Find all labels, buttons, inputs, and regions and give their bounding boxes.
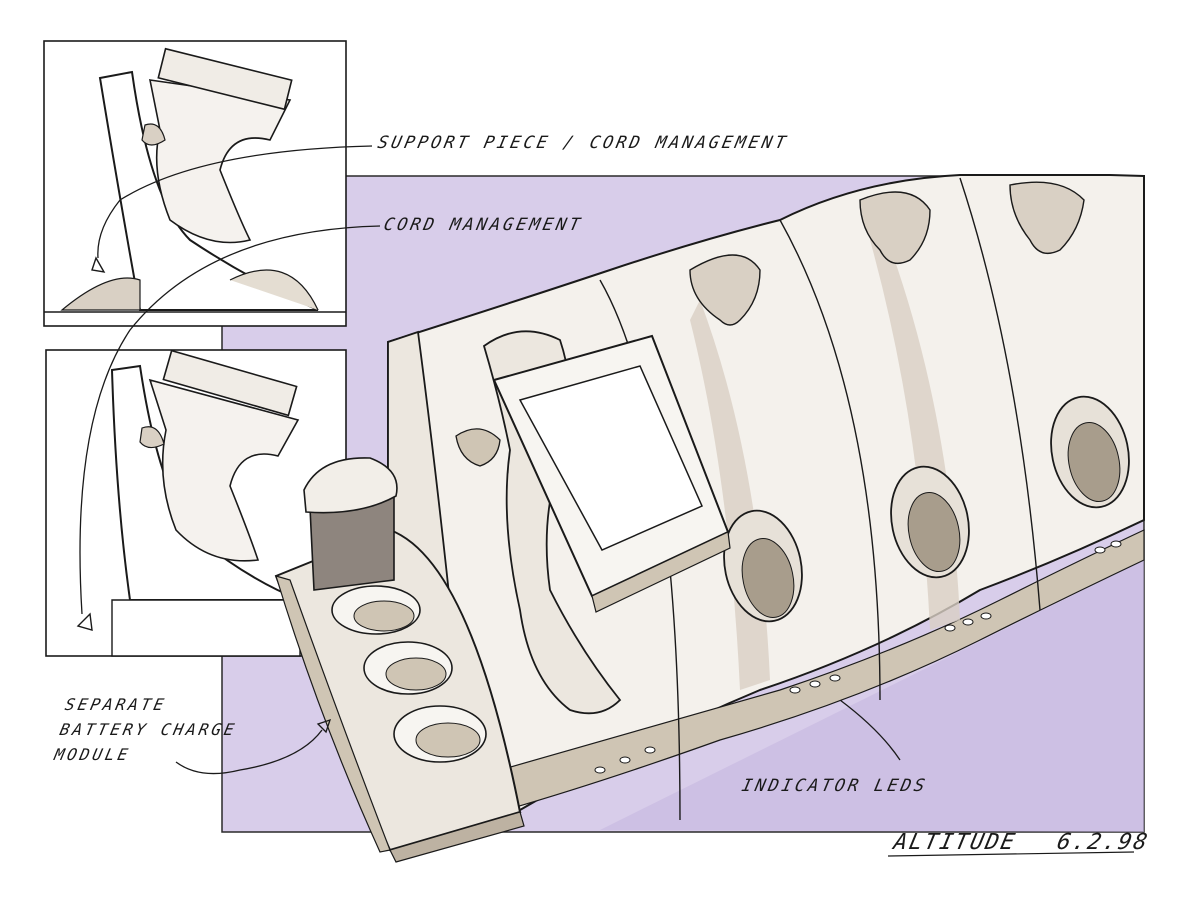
battery-charge-module [274, 457, 525, 863]
signature-date: 6.2.98 [1054, 830, 1152, 855]
signature-underline [887, 851, 1135, 857]
signature: ALTITUDE 6.2.98 [891, 830, 1151, 855]
label-battery-line-2: BATTERY CHARGE [57, 720, 239, 739]
indicator-led-dots [594, 540, 1122, 774]
label-cord-management: CORD MANAGEMENT [381, 215, 585, 235]
label-battery-module: SEPARATE BATTERY CHARGE MODULE [52, 692, 288, 767]
leader-lines [79, 145, 901, 775]
signature-text: ALTITUDE [891, 830, 1019, 855]
label-battery-line-3: MODULE [52, 745, 133, 764]
label-indicator-leds: INDICATOR LEDS [739, 776, 930, 796]
label-support-piece: SUPPORT PIECE / CORD MANAGEMENT [375, 133, 791, 153]
inset-view-top [43, 40, 347, 327]
inset-view-bottom [45, 349, 347, 657]
handheld-scanner [455, 330, 731, 715]
label-battery-line-1: SEPARATE [63, 695, 169, 714]
